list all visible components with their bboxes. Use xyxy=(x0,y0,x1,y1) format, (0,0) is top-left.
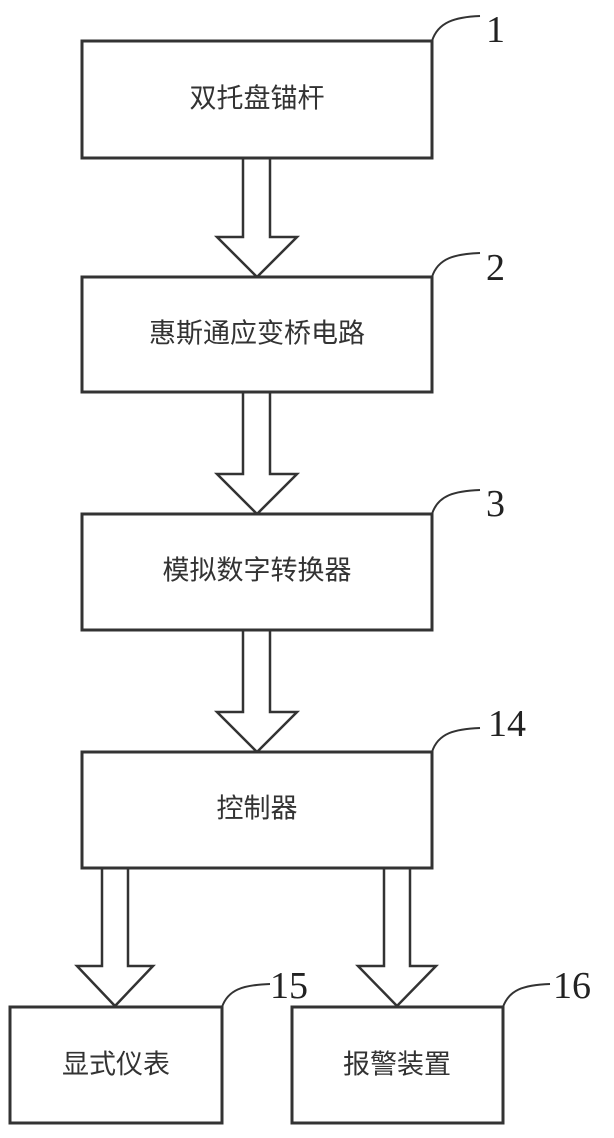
arrow-14-to-15 xyxy=(77,868,153,1006)
node-1: 双托盘锚杆 1 xyxy=(82,9,505,158)
node-number: 2 xyxy=(486,247,505,289)
node-label: 模拟数字转换器 xyxy=(163,556,352,587)
node-number: 1 xyxy=(486,9,505,51)
node-label: 显式仪表 xyxy=(62,1050,170,1081)
node-number: 3 xyxy=(486,483,505,525)
node-16: 报警装置 16 xyxy=(292,965,591,1123)
arrow-3-to-14 xyxy=(217,630,297,752)
node-2: 惠斯通应变桥电路 2 xyxy=(82,247,505,392)
node-number: 14 xyxy=(488,703,526,745)
node-number: 15 xyxy=(270,965,308,1007)
node-label: 惠斯通应变桥电路 xyxy=(149,319,365,350)
node-15: 显式仪表 15 xyxy=(10,965,308,1123)
arrow-14-to-16 xyxy=(358,868,436,1006)
node-number: 16 xyxy=(553,965,591,1007)
arrow-1-to-2 xyxy=(217,158,297,277)
node-3: 模拟数字转换器 3 xyxy=(82,483,505,630)
node-label: 控制器 xyxy=(217,794,298,825)
node-label: 双托盘锚杆 xyxy=(190,84,325,115)
node-label: 报警装置 xyxy=(343,1050,451,1081)
arrow-2-to-3 xyxy=(217,392,297,514)
node-14: 控制器 14 xyxy=(82,703,526,868)
